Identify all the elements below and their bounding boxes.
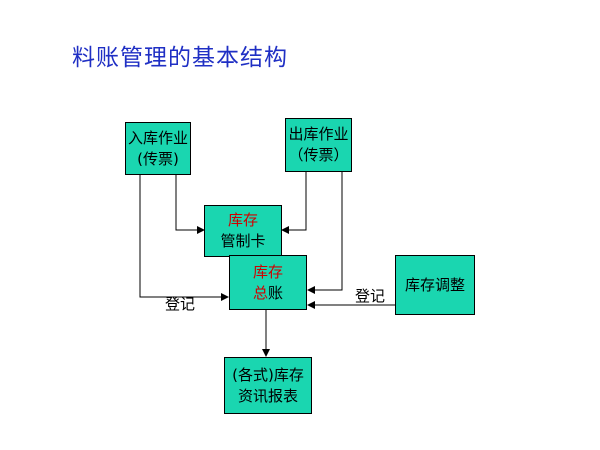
edge-outbound-to-card <box>281 172 307 234</box>
node-ledger-line2b: 账 <box>268 283 284 302</box>
node-adjust-line1: 库存调整 <box>404 275 465 294</box>
page-title: 料账管理的基本结构 <box>72 45 288 71</box>
edge-outbound-to-ledger <box>307 172 343 294</box>
edge-label-left: 登记 <box>165 295 196 313</box>
node-ledger-line2a: 总 <box>252 283 268 302</box>
node-ledger-line1: 库存 <box>252 262 283 281</box>
node-inbound: 入库作业 (传票) <box>125 122 191 175</box>
node-inbound-line2: (传票) <box>137 149 179 168</box>
node-ledger: 库存 总账 <box>229 255 307 310</box>
edge-inbound-to-card <box>175 175 205 234</box>
node-report-line2: 资讯报表 <box>237 386 298 405</box>
node-report: (各式)库存 资讯报表 <box>224 357 312 414</box>
edge-inbound-to-ledger <box>139 175 229 301</box>
node-card-line2: 管制卡 <box>220 232 266 250</box>
node-outbound: 出库作业 （传票） <box>285 118 352 172</box>
node-outbound-line2: （传票） <box>288 146 349 164</box>
node-report-line1: (各式)库存 <box>232 365 304 384</box>
node-ledger-line2: 总账 <box>253 283 283 304</box>
node-outbound-line1: 出库作业 <box>288 125 349 143</box>
node-inbound-line1: 入库作业 <box>127 128 188 147</box>
edge-label-right: 登记 <box>355 287 386 305</box>
node-card-line1: 库存 <box>227 211 258 229</box>
node-adjust: 库存调整 <box>395 255 475 315</box>
node-card: 库存 管制卡 <box>204 205 282 257</box>
